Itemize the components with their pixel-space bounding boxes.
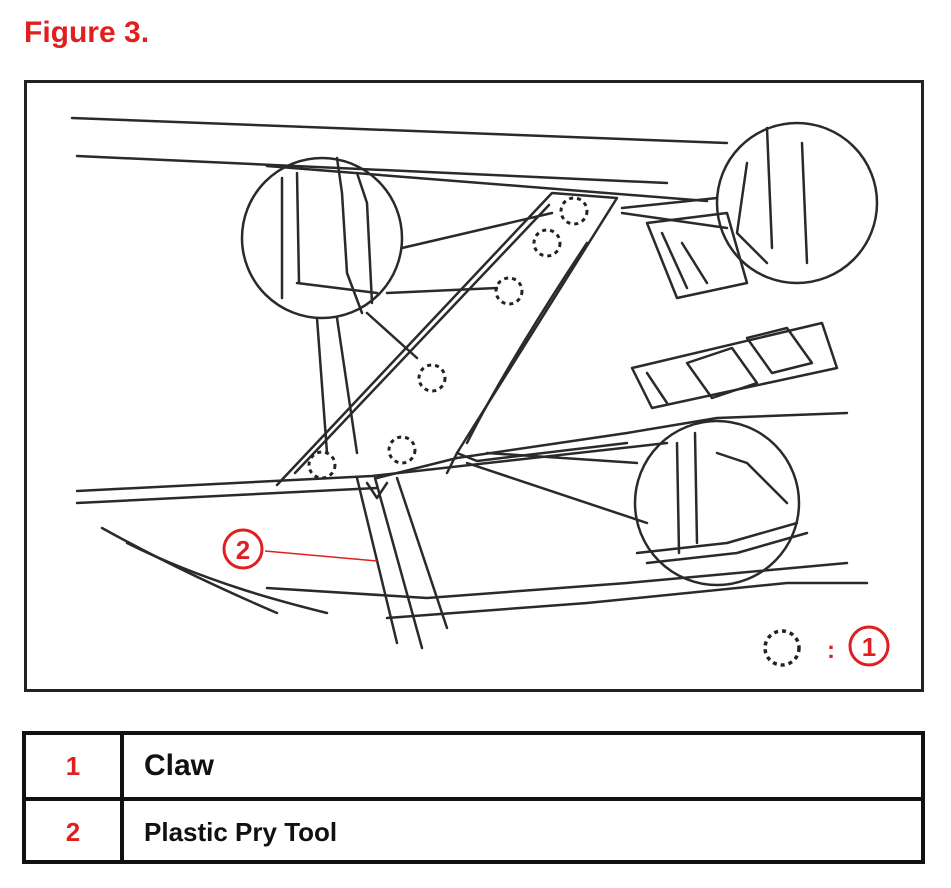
legend-table: 1 Claw 2 Plastic Pry Tool: [22, 731, 925, 864]
callout-1-label: 1: [862, 632, 876, 662]
diagram-illustration: 2 : 1: [70, 116, 890, 667]
legend-row: 1 Claw: [26, 735, 921, 801]
legend-number: 2: [26, 801, 124, 863]
callout-1: : 1: [827, 625, 890, 667]
door-trim-diagram: 2 : 1: [24, 80, 924, 692]
legend-row: 2 Plastic Pry Tool: [26, 801, 921, 863]
figure-title: Figure 3.: [24, 16, 150, 49]
callout-1-separator: :: [827, 637, 835, 664]
callout-2-label: 2: [236, 535, 250, 565]
legend-number: 1: [26, 735, 124, 797]
callout-2: 2: [222, 528, 264, 570]
legend-label: Claw: [144, 749, 215, 782]
legend-label: Plastic Pry Tool: [144, 816, 338, 847]
